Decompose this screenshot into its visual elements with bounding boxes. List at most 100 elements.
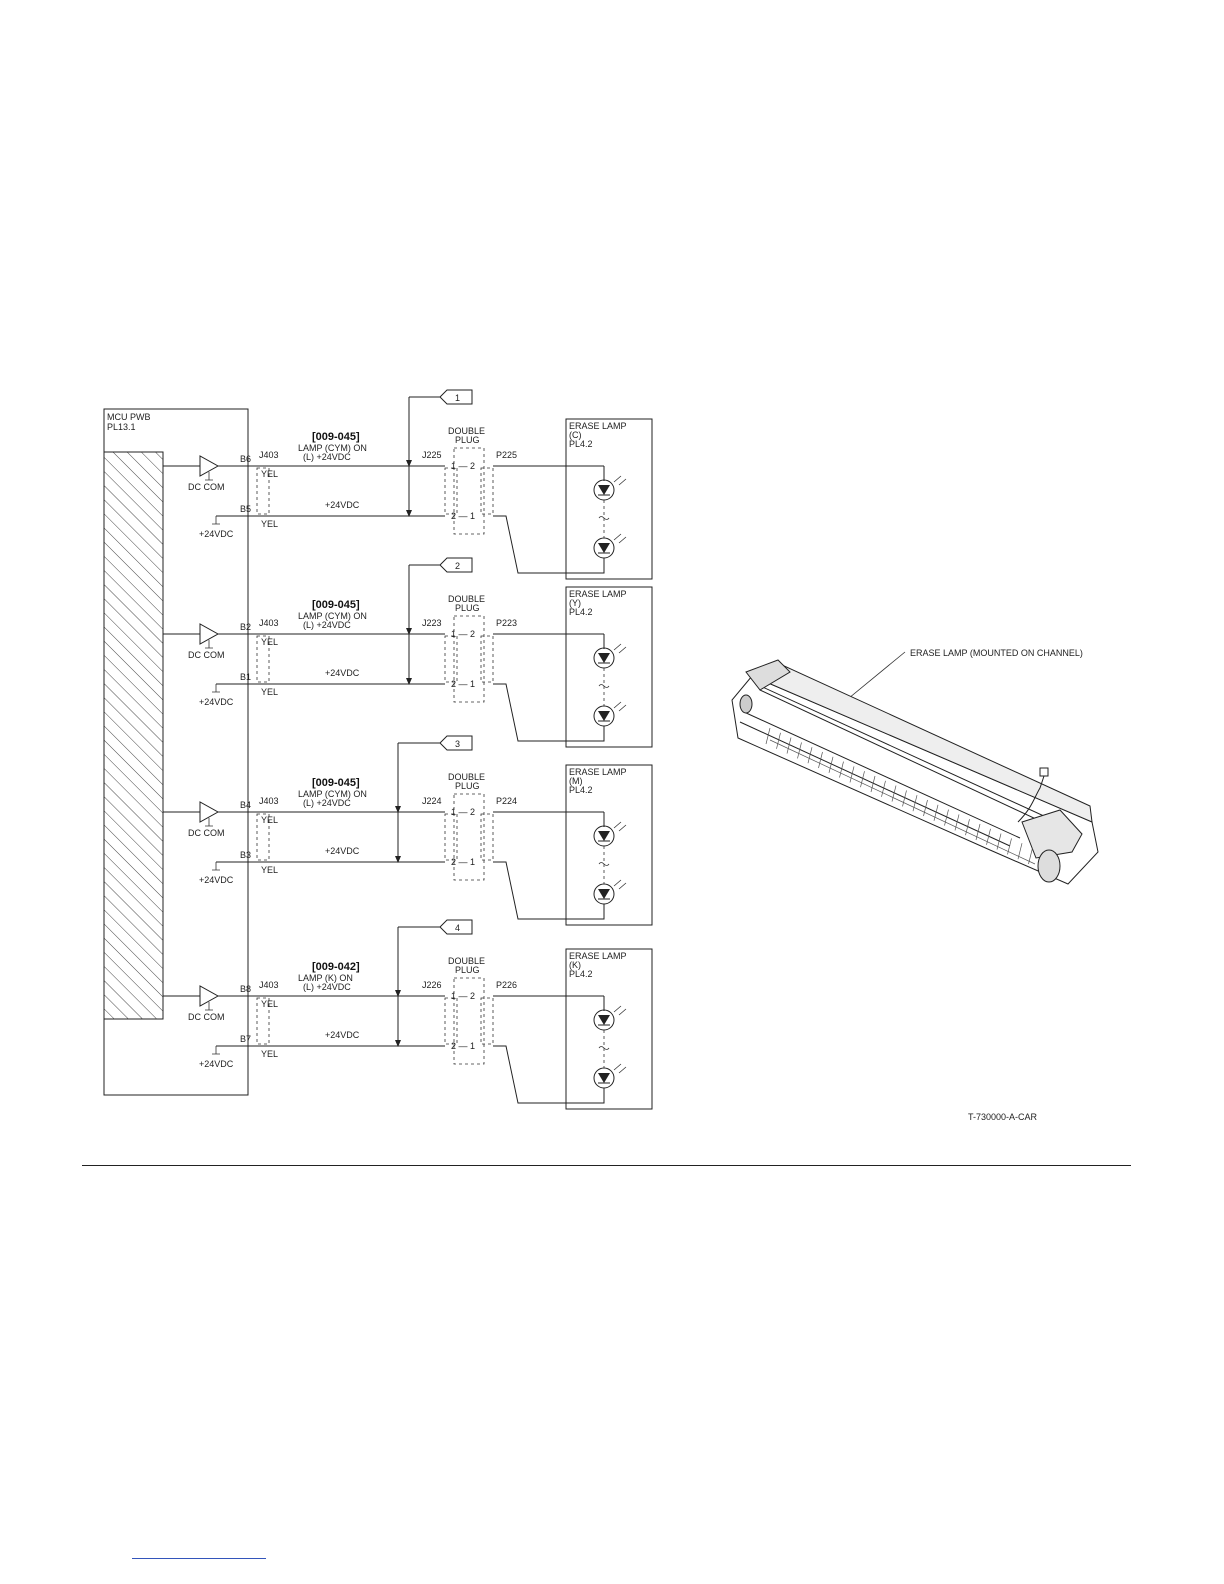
mcu-pwb: MCU PWB PL13.1 [103, 408, 249, 1096]
double-plug-label: DOUBLE [448, 956, 485, 966]
supply-label: +24VDC [199, 529, 234, 539]
supply-icon [212, 516, 220, 525]
illustration-callout: ERASE LAMP (MOUNTED ON CHANNEL) [910, 648, 1083, 658]
series-icon [598, 516, 610, 520]
jack-id: J225 [422, 450, 442, 460]
double-plug-label: DOUBLE [448, 772, 485, 782]
double-plug-outline [453, 447, 485, 535]
footer-link-underline[interactable] [132, 1558, 266, 1559]
pin-signal: B2 [240, 622, 251, 632]
series-icon [598, 684, 610, 688]
figure-id: T-730000-A-CAR [968, 1112, 1038, 1122]
jack-outline [444, 635, 458, 683]
footer-rule [82, 1165, 1131, 1166]
connector-j403: J403 [259, 980, 279, 990]
plug-id: P224 [496, 796, 517, 806]
channel-grille [765, 727, 1036, 865]
erase-lamp-assembly [731, 659, 1099, 885]
lamp-pl: PL4.2 [569, 439, 593, 449]
connector-outline [256, 467, 270, 515]
signal-level: (L) +24VDC [303, 798, 351, 808]
signal-name: LAMP (CYM) ON [298, 611, 367, 621]
plug-id: P223 [496, 618, 517, 628]
jack-outline [444, 467, 458, 515]
double-plug-label: PLUG [455, 435, 480, 445]
wire-color: YEL [261, 687, 278, 697]
lamp-color: (Y) [569, 598, 581, 608]
supply-line-label: +24VDC [325, 846, 360, 856]
mcu-title: MCU PWB [107, 412, 151, 422]
double-plug-label: DOUBLE [448, 594, 485, 604]
plug-outline [480, 997, 494, 1045]
supply-line-label: +24VDC [325, 1030, 360, 1040]
connector-j403: J403 [259, 618, 279, 628]
wire-color: YEL [261, 637, 278, 647]
dc-com-label: DC COM [188, 482, 225, 492]
lamp-pl: PL4.2 [569, 607, 593, 617]
plug-outline [480, 467, 494, 515]
signal-name: LAMP (CYM) ON [298, 789, 367, 799]
arrow-icon [395, 990, 401, 997]
flag-marker [439, 389, 473, 405]
supply-line-label: +24VDC [325, 668, 360, 678]
jack-id: J224 [422, 796, 442, 806]
flag-number: 1 [455, 393, 460, 403]
arrow-icon [395, 1040, 401, 1047]
wire-color: YEL [261, 865, 278, 875]
flag-marker [439, 735, 473, 751]
supply-label: +24VDC [199, 875, 234, 885]
double-plug-outline [453, 977, 485, 1065]
connector-outline [256, 813, 270, 861]
pin-power: B1 [240, 672, 251, 682]
jack-outline [444, 997, 458, 1045]
flag-number: 3 [455, 739, 460, 749]
erase-lamp-box [565, 586, 653, 748]
circuit-1: DC COM+24VDCB6B5J403YELYEL[009-045]LAMP … [163, 389, 653, 580]
signal-name: LAMP (CYM) ON [298, 443, 367, 453]
lamp-pl: PL4.2 [569, 969, 593, 979]
status-code: [009-045] [312, 431, 360, 443]
wire-color: YEL [261, 469, 278, 479]
connector-outline [256, 997, 270, 1045]
arrow-icon [406, 628, 412, 635]
mcu-pl: PL13.1 [107, 422, 136, 432]
supply-icon [212, 862, 220, 871]
jack-id: J226 [422, 980, 442, 990]
signal-level: (L) +24VDC [303, 620, 351, 630]
pin-signal: B6 [240, 454, 251, 464]
ground-icon [205, 1002, 213, 1011]
arrow-icon [395, 856, 401, 863]
lamp-color: (C) [569, 430, 582, 440]
status-code: [009-045] [312, 599, 360, 611]
pin-map: 2 — 1 [451, 1041, 475, 1051]
double-plug-label: PLUG [455, 603, 480, 613]
pin-map: 1 — 2 [451, 807, 475, 817]
pin-signal: B4 [240, 800, 251, 810]
series-icon [598, 862, 610, 866]
plug-outline [480, 813, 494, 861]
connector-j403: J403 [259, 450, 279, 460]
pin-map: 2 — 1 [451, 679, 475, 689]
lamp-color: (K) [569, 960, 581, 970]
double-plug-label: PLUG [455, 965, 480, 975]
supply-label: +24VDC [199, 1059, 234, 1069]
supply-icon [212, 684, 220, 693]
ground-icon [205, 640, 213, 649]
supply-label: +24VDC [199, 697, 234, 707]
dc-com-label: DC COM [188, 650, 225, 660]
flag-marker [439, 919, 473, 935]
wire-color: YEL [261, 815, 278, 825]
erase-lamp-box [565, 948, 653, 1110]
double-plug-label: PLUG [455, 781, 480, 791]
jack-id: J223 [422, 618, 442, 628]
erase-lamp-box [565, 764, 653, 926]
arrow-icon [406, 460, 412, 467]
connector-outline [256, 635, 270, 683]
pin-map: 1 — 2 [451, 991, 475, 1001]
circuit-3: DC COM+24VDCB4B3J403YELYEL[009-045]LAMP … [163, 735, 653, 926]
connector-j403: J403 [259, 796, 279, 806]
signal-name: LAMP (K) ON [298, 973, 353, 983]
flag-number: 2 [455, 561, 460, 571]
erase-lamp-illustration: ERASE LAMP (MOUNTED ON CHANNEL) T-730000… [731, 648, 1099, 1122]
